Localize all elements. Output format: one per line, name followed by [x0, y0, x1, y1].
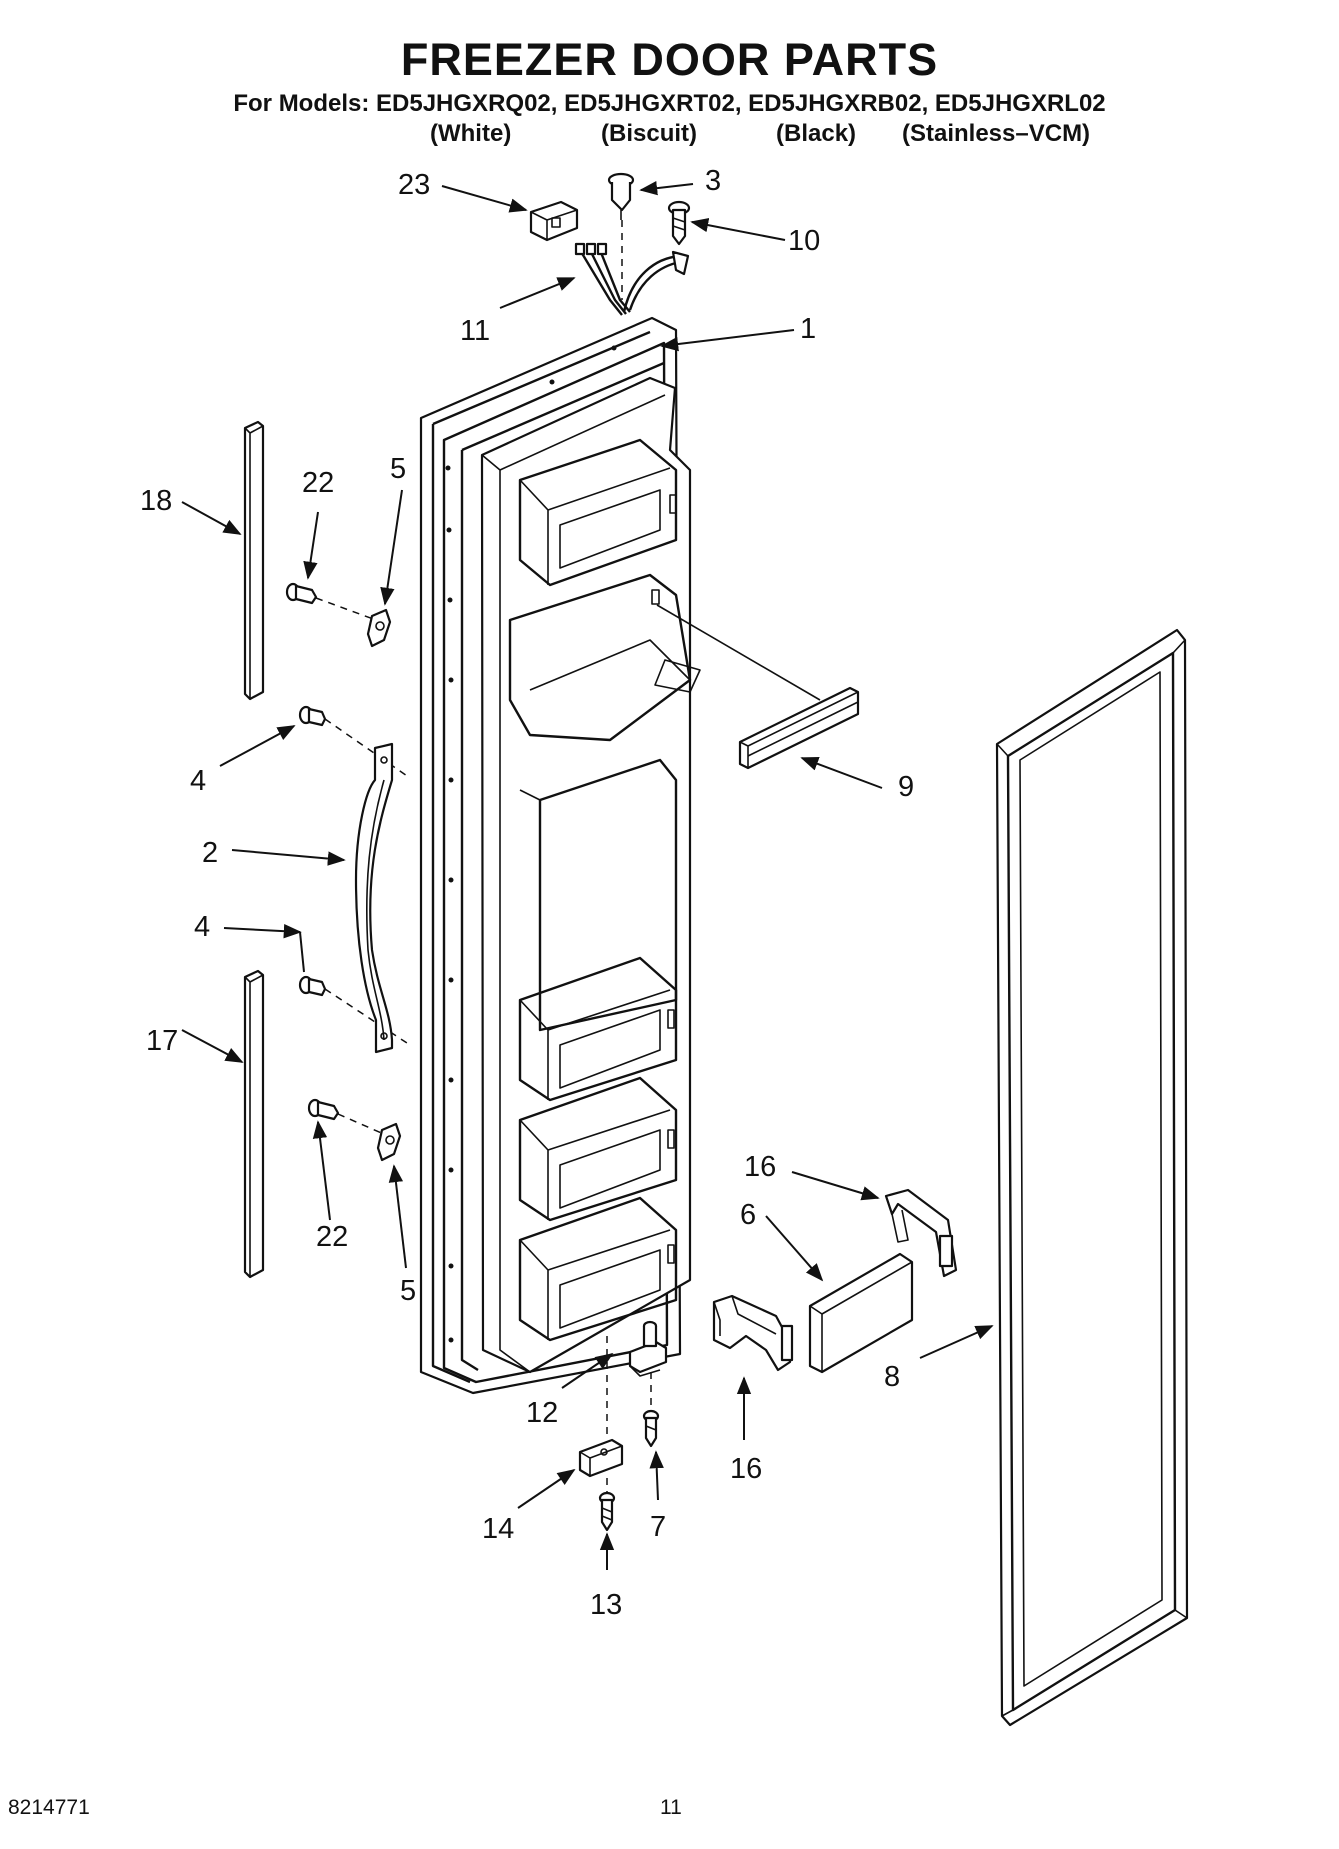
screw-part-10 [667, 200, 691, 246]
callout-4-upper: 4 [190, 765, 206, 797]
door-panel-part-1 [419, 316, 701, 1395]
screw-part-4-lower [298, 975, 327, 997]
variant-black: (Black) [776, 120, 857, 147]
shelf-rail-part-9 [738, 686, 860, 770]
callout-6: 6 [740, 1199, 756, 1231]
callout-22-lower: 22 [316, 1221, 348, 1253]
variant-biscuit: (Biscuit) [601, 120, 697, 147]
callout-labels: 23 3 10 11 1 18 22 5 4 2 4 17 22 5 9 16 … [140, 165, 914, 1621]
document-number: 8214771 [8, 1796, 90, 1819]
screw-part-13 [598, 1491, 616, 1532]
wire-connector-part-23 [529, 200, 579, 242]
hinge-plate-part-14 [578, 1438, 624, 1478]
page-number: 11 [660, 1796, 682, 1819]
variant-stainless: (Stainless–VCM) [902, 120, 1091, 147]
clip-part-5-lower [376, 1122, 402, 1162]
screw-part-7 [642, 1409, 660, 1448]
cover-part-6 [808, 1252, 914, 1374]
callout-13: 13 [590, 1589, 622, 1621]
models-line: For Models: ED5JHGXRQ02, ED5JHGXRT02, ED… [233, 90, 1106, 117]
callout-1: 1 [800, 313, 816, 345]
callout-2: 2 [202, 837, 218, 869]
hinge-pin-part-12 [628, 1320, 668, 1377]
callout-11: 11 [460, 315, 490, 347]
callout-22-upper: 22 [302, 467, 334, 499]
callout-18: 18 [140, 485, 172, 517]
screw-part-22-lower [307, 1098, 340, 1121]
callout-9: 9 [898, 771, 914, 803]
callout-10: 10 [788, 225, 820, 257]
callout-4-lower: 4 [194, 911, 210, 943]
handle-part-2 [354, 742, 394, 1054]
variant-white: (White) [430, 120, 512, 147]
trim-strip-part-18 [243, 420, 265, 701]
gasket-part-8 [995, 628, 1189, 1727]
callout-7: 7 [650, 1511, 666, 1543]
trim-strip-part-17 [243, 969, 265, 1279]
door-edge-holes [445, 345, 617, 1343]
wire-harness-part-11 [574, 242, 690, 316]
clip-part-5-upper [366, 608, 392, 648]
callout-5-lower: 5 [400, 1275, 416, 1307]
screw-part-22-upper [285, 582, 318, 605]
callout-23: 23 [398, 169, 430, 201]
screw-part-4-upper [298, 705, 327, 727]
callout-3: 3 [705, 165, 721, 197]
callout-12: 12 [526, 1397, 558, 1429]
callout-14: 14 [482, 1513, 514, 1545]
leader-arrows [181, 180, 994, 1570]
page-title: FREEZER DOOR PARTS [400, 34, 939, 85]
callout-17: 17 [146, 1025, 178, 1057]
callout-8: 8 [884, 1361, 900, 1393]
callout-5-upper: 5 [390, 453, 406, 485]
plug-part-3 [607, 172, 635, 220]
callout-16-upper: 16 [744, 1151, 776, 1183]
callout-16-lower: 16 [730, 1453, 762, 1485]
bracket-part-16-upper [884, 1188, 958, 1278]
bracket-part-16-lower [712, 1294, 794, 1372]
